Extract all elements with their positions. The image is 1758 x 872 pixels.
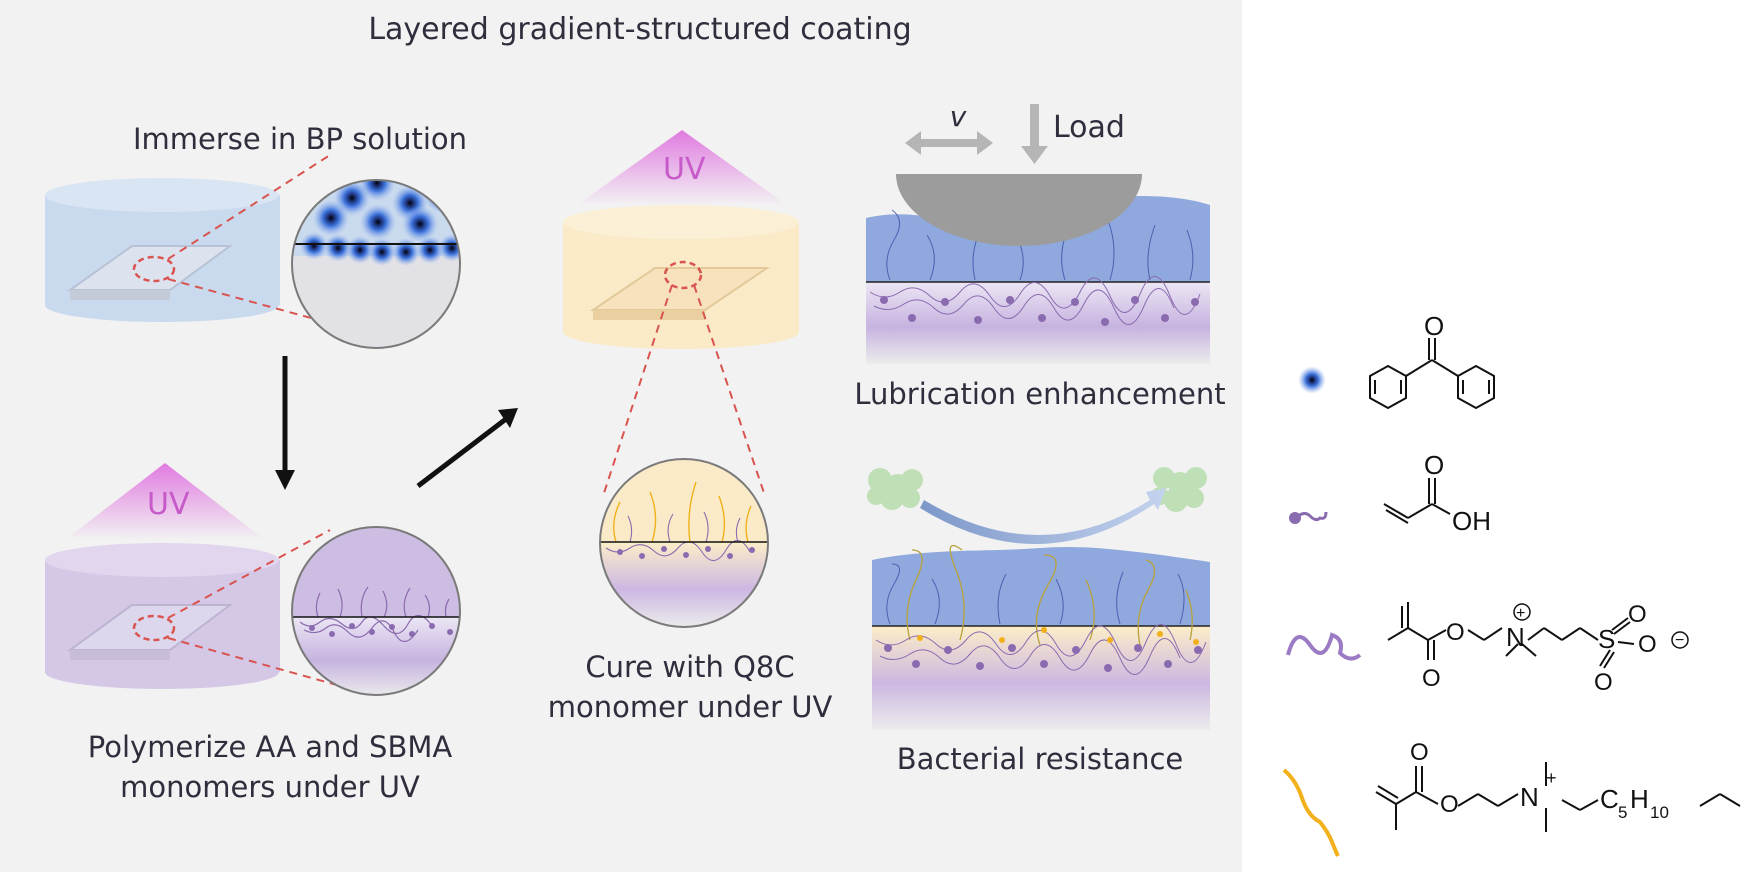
sbma-negative-charge-circle xyxy=(1671,631,1689,649)
lubrication-label: Lubrication enhancement xyxy=(854,377,1226,411)
load-label: Load xyxy=(1053,110,1125,145)
sbma-sulfur: S xyxy=(1598,624,1615,654)
polymerization-container xyxy=(45,543,280,689)
step-polymerize-line-1: Polymerize AA and SBMA xyxy=(87,730,453,764)
step-cure-line-2: monomer under UV xyxy=(547,690,833,724)
acrylic-acid-structure xyxy=(1383,478,1451,524)
q8c-nitrogen: N xyxy=(1520,782,1539,812)
sbma-sulfonate-oxygen-1: O xyxy=(1628,601,1647,628)
bp-oxygen: O xyxy=(1424,311,1444,341)
polymer-magnified-view xyxy=(291,526,461,696)
legend: O O OH O O N + S O xyxy=(1282,311,1741,857)
diagram-title: Layered gradient-structured coating xyxy=(368,12,912,47)
q8c-carbon: C xyxy=(1600,784,1619,814)
uv-label-2: UV xyxy=(663,152,706,187)
legend-bp-symbol xyxy=(1298,366,1326,394)
step-cure-label: Cure with Q8C monomer under UV xyxy=(540,647,840,727)
benzophenone-structure xyxy=(1369,338,1495,410)
velocity-label: v xyxy=(949,100,967,133)
sbma-sulfonate-oxygen-3: O xyxy=(1638,631,1657,658)
sbma-sulfonate-oxygen-2: O xyxy=(1594,669,1613,696)
uv-label-1: UV xyxy=(147,487,190,522)
bacterial-panel xyxy=(867,467,1210,730)
friction-probe xyxy=(896,174,1142,246)
bp-solution-container xyxy=(45,178,280,322)
legend-q8c-symbol xyxy=(1282,768,1340,857)
q8c-carbon-subscript: 5 xyxy=(1618,803,1627,822)
diagonal-arrow xyxy=(416,408,518,488)
aa-oxygen: O xyxy=(1424,450,1444,480)
sbma-carbonyl-oxygen: O xyxy=(1422,665,1441,692)
lubrication-panel xyxy=(866,104,1210,364)
down-arrow xyxy=(275,356,295,490)
bacteria-repel-arrow xyxy=(920,488,1166,545)
sbma-positive-charge: + xyxy=(1516,605,1525,622)
bacterial-resistance-label: Bacterial resistance xyxy=(896,742,1184,776)
q8c-positive-charge: + xyxy=(1546,768,1557,788)
load-arrow xyxy=(1021,104,1048,164)
q8c-carbonyl-oxygen: O xyxy=(1410,739,1429,766)
step-polymerize-label: Polymerize AA and SBMA monomers under UV xyxy=(60,727,480,807)
step-immerse-label: Immerse in BP solution xyxy=(132,122,468,156)
sbma-structure xyxy=(1387,602,1635,669)
sbma-nitrogen: N xyxy=(1506,622,1525,652)
legend-sbma-symbol xyxy=(1286,632,1362,661)
cure-magnified-view xyxy=(599,458,769,628)
q8c-ester-oxygen: O xyxy=(1440,791,1459,818)
uv-light-2 xyxy=(577,130,787,205)
velocity-arrow xyxy=(905,131,993,155)
cure-container xyxy=(563,205,799,349)
step-cure-line-1: Cure with Q8C xyxy=(585,650,795,684)
q8c-structure xyxy=(1375,762,1741,832)
sbma-negative-charge: − xyxy=(1675,632,1684,649)
bp-magnified-view xyxy=(291,179,461,349)
uv-light-1 xyxy=(65,463,265,540)
legend-aa-symbol xyxy=(1289,511,1328,524)
bacteria-left xyxy=(867,468,923,510)
q8c-hydrogen: H xyxy=(1630,784,1649,814)
sbma-ester-oxygen: O xyxy=(1446,619,1465,646)
sbma-positive-charge-circle xyxy=(1513,603,1531,621)
step-polymerize-line-2: monomers under UV xyxy=(120,770,420,804)
q8c-hydrogen-subscript: 10 xyxy=(1650,803,1669,822)
aa-hydroxyl: OH xyxy=(1452,506,1491,536)
